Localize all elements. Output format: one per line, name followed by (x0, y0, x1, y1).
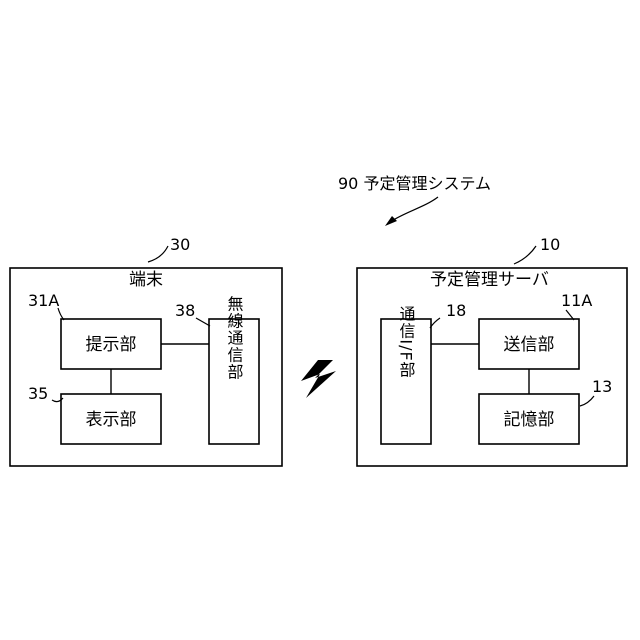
display-ref: 35 (28, 384, 48, 403)
storage-label: 記憶部 (504, 410, 555, 430)
server-title: 予定管理サーバ (430, 270, 549, 290)
system-arrow-head (385, 216, 397, 226)
presenter-ref: 31A (28, 291, 59, 310)
system-arrow-line (390, 197, 438, 222)
presenter-label: 提示部 (86, 335, 137, 355)
comm-if-ref: 18 (446, 301, 466, 320)
terminal-title: 端末 (129, 270, 163, 290)
wireless-lightning-icon (301, 360, 336, 398)
comm-if-label: 通信I/F部 (397, 305, 416, 378)
sender-ref: 11A (561, 291, 592, 310)
wireless-ref: 38 (175, 301, 195, 320)
sender-label: 送信部 (504, 335, 555, 355)
server-ref: 10 (540, 235, 560, 254)
terminal-ref: 30 (170, 235, 190, 254)
system-ref-label: 90 予定管理システム (338, 174, 491, 193)
wireless-label: 無線通信部 (225, 296, 244, 381)
display-label: 表示部 (86, 410, 137, 430)
terminal-ref-leader (148, 246, 168, 262)
storage-ref: 13 (592, 377, 612, 396)
server-ref-leader (514, 246, 536, 264)
